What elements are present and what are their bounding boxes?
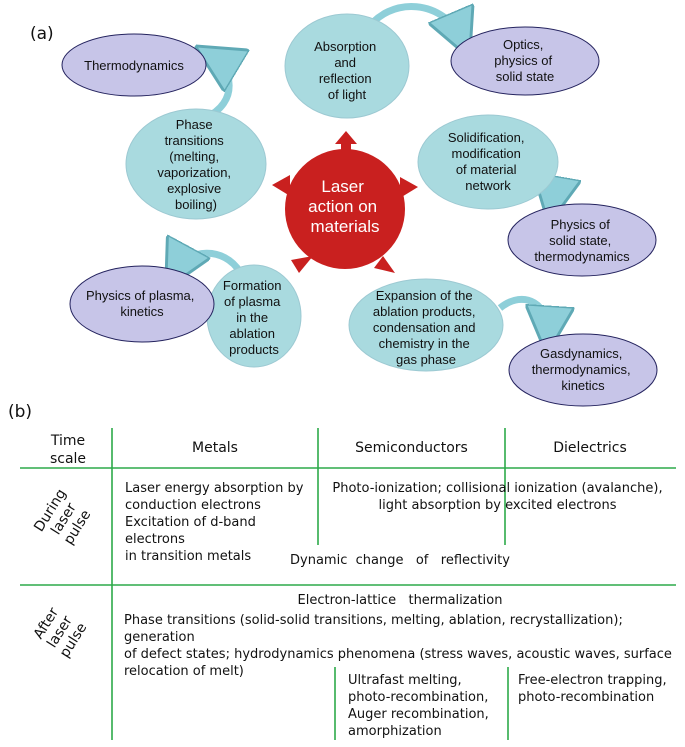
node-thermodynamics	[61, 33, 207, 97]
red-arrow-up	[335, 131, 357, 150]
cell-during-reflectivity: Dynamic change of reflectivity	[290, 553, 510, 568]
cell-after-semi: Ultrafast melting, photo-recombination, …	[348, 673, 489, 739]
node-optics	[450, 26, 600, 96]
cell-after-diel: Free-electron trapping, photo-recombinat…	[518, 673, 667, 705]
center-text: Laser action on materials	[308, 177, 382, 236]
panel-a-label: (a)	[30, 24, 54, 44]
node-gasdynamics-text: Gasdynamics, thermodynamics, kinetics	[532, 346, 635, 393]
node-physics-solid	[507, 203, 657, 277]
node-optics-text: Optics, physics of solid state	[494, 37, 555, 84]
node-gasdynamics	[508, 333, 658, 407]
node-solidification-text: Solidification, modification of material…	[448, 130, 528, 193]
red-arrow-lower-right	[374, 256, 395, 273]
node-phase-text: Phase transitions (melting, vaporization…	[157, 117, 234, 212]
header-dielectrics: Dielectrics	[553, 440, 627, 456]
node-physics-solid-text: Physics of solid state, thermodynamics	[534, 217, 630, 264]
header-semiconductors: Semiconductors	[355, 440, 468, 456]
node-expansion	[348, 278, 504, 372]
node-solidification	[417, 114, 559, 210]
header-time-scale: Time scale	[49, 433, 87, 467]
node-physics-plasma	[69, 265, 215, 343]
cell-after-thermalization: Electron-lattice thermalization	[297, 593, 503, 608]
node-expansion-text: Expansion of the ablation products, cond…	[373, 288, 479, 367]
red-arrow-lower-left	[291, 256, 313, 273]
curved-arrow-phase-thermodynamics	[205, 56, 229, 122]
red-arrow-left	[272, 175, 290, 196]
header-metals: Metals	[192, 440, 238, 456]
panel-b-label: (b)	[8, 402, 33, 422]
node-thermodynamics-text: Thermodynamics	[84, 58, 184, 73]
node-physics-plasma-text: Physics of plasma, kinetics	[86, 288, 198, 319]
red-arrow-right	[400, 177, 418, 198]
node-plasma-text: Formation of plasma in the ablation prod…	[223, 278, 285, 357]
node-phase	[125, 108, 267, 220]
curved-arrow-expansion-gasdynamics	[497, 295, 548, 335]
node-absorption-text: Absorption and reflection of light	[314, 39, 380, 102]
cell-during-metals: Laser energy absorption by conduction el…	[125, 481, 304, 564]
cell-after-phase: Phase transitions (solid-solid transitio…	[124, 613, 672, 679]
node-absorption	[284, 13, 410, 119]
curved-arrow-plasma-physics	[175, 253, 243, 272]
center-circle	[285, 149, 405, 269]
cell-during-semi-diel: Photo-ionization; collisional ionization…	[332, 481, 663, 513]
